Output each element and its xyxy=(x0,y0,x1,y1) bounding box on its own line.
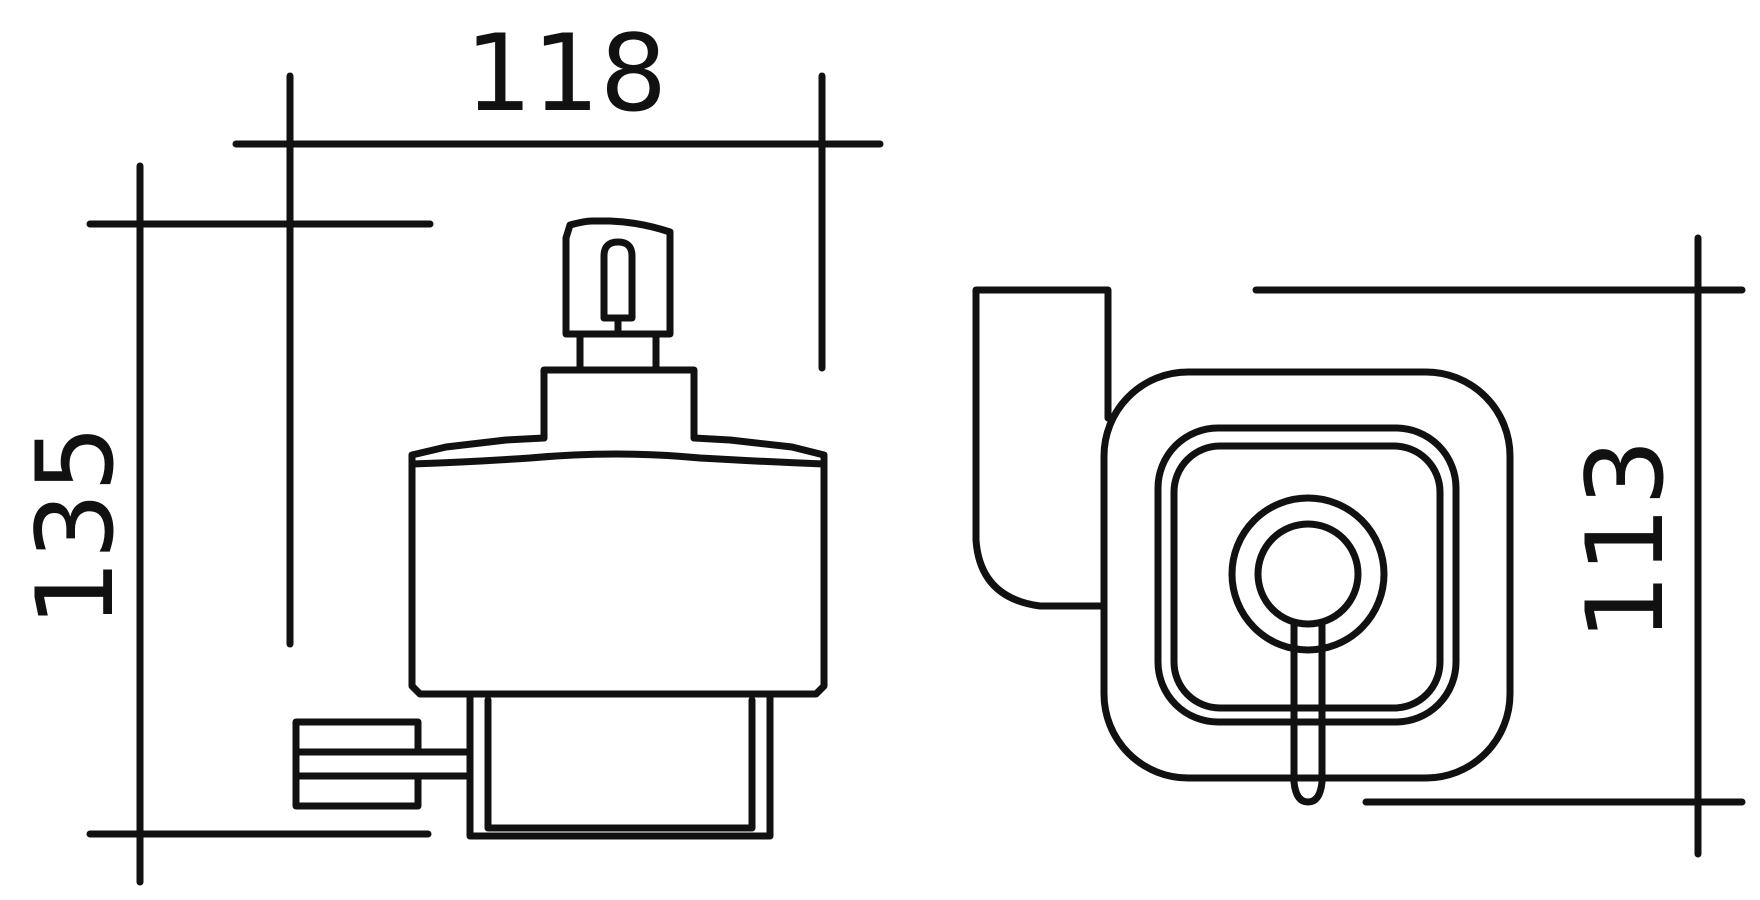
width-dimension-label: 118 xyxy=(465,12,667,135)
wall-mount-bracket xyxy=(972,286,1112,610)
pump-nozzle xyxy=(600,238,636,322)
container-body xyxy=(408,434,828,698)
pump-nozzle-top-view xyxy=(1290,620,1326,806)
pump-neck xyxy=(576,330,660,374)
front-view xyxy=(292,217,828,840)
depth-dimension-label: 113 xyxy=(1564,439,1687,641)
holder-cup-inner xyxy=(484,696,756,832)
wall-bracket-arm xyxy=(292,748,474,780)
pump-head-inner-circle xyxy=(1254,520,1362,628)
pump-head xyxy=(562,217,674,338)
holder-cup xyxy=(466,690,774,840)
pump-collar xyxy=(540,366,698,442)
side-view xyxy=(972,286,1514,806)
collar-outer-ring xyxy=(1154,424,1460,726)
wall-bracket-plate xyxy=(292,718,422,810)
collar-inner-ring xyxy=(1170,442,1444,712)
container-outline-top-view xyxy=(1100,368,1514,782)
side-dimension-lines xyxy=(1252,234,1746,858)
height-dimension-label: 135 xyxy=(14,425,137,627)
front-dimension-lines xyxy=(86,72,884,886)
container-rim xyxy=(408,450,828,468)
pump-head-outer-circle xyxy=(1228,494,1388,654)
